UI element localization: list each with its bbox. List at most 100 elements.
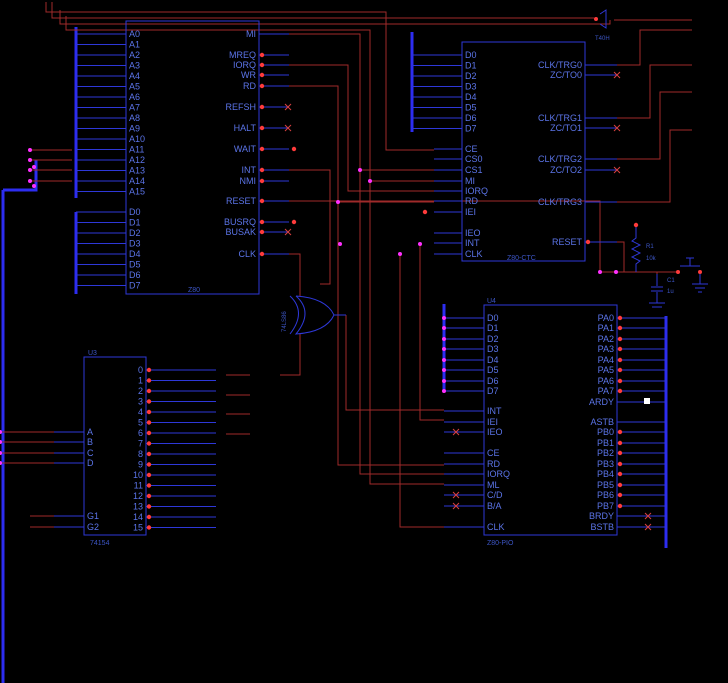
ctc-pins: D0D1D2D3D4D5D6D7CECS0CS1MIIORQRDIEIIEOIN… xyxy=(412,50,621,259)
pio-bstb-label: BSTB xyxy=(590,522,614,532)
junction-dot-23 xyxy=(418,242,422,246)
xor-gate-body xyxy=(289,295,335,335)
pio-b-a-label: B/A xyxy=(487,501,502,511)
dec-out-6-dot xyxy=(146,430,152,436)
junction-dot-17 xyxy=(442,389,446,393)
pio-pb7-dot xyxy=(617,503,623,509)
dec-b-label: B xyxy=(87,437,93,447)
junction-dot-4 xyxy=(0,430,2,434)
pio-pins: D0D1D2D3D4D5D6D7INTIEIIEOCERDIORQMLC/DB/… xyxy=(444,313,667,532)
pio-brdy-label: BRDY xyxy=(589,511,614,521)
z80-rd-dot xyxy=(259,83,265,89)
pio-pb5-label: PB5 xyxy=(597,480,614,490)
pio-pb6-dot xyxy=(617,492,623,498)
z80-halt-label: HALT xyxy=(234,123,257,133)
bus-line-6 xyxy=(3,160,38,192)
pio-brdy-nc xyxy=(644,512,652,520)
z80-a13-label: A13 xyxy=(129,166,145,176)
z80-d5-label: D5 xyxy=(129,260,141,270)
ctc-clk-trg1-label: CLK/TRG1 xyxy=(538,113,582,123)
pio-iei-label: IEI xyxy=(487,417,498,427)
r1-terminal xyxy=(633,222,639,228)
dec-out-13-dot xyxy=(146,504,152,509)
dec-out-15-dot xyxy=(146,525,152,530)
junction-dot-25 xyxy=(614,270,618,274)
wire-23 xyxy=(369,181,444,485)
z80-a7-label: A7 xyxy=(129,103,140,113)
junctions xyxy=(0,148,618,465)
wire-12 xyxy=(59,10,611,25)
ctc-zc-to1-label: ZC/TO1 xyxy=(550,123,582,133)
ctc-body xyxy=(461,41,586,262)
r1-value: 10k xyxy=(646,256,657,262)
pio-d1-label: D1 xyxy=(487,323,499,333)
wire-11 xyxy=(51,2,594,19)
wire-24 xyxy=(399,254,444,528)
junction-dot-11 xyxy=(442,326,446,330)
pio-pa5-dot xyxy=(617,367,623,373)
pio-pa6-label: PA6 xyxy=(598,376,614,386)
dec-out-14-dot xyxy=(146,514,152,520)
z80-pins: A0A1A2A3A4A5A6A7A8A9A10A11A12A13A14A15D0… xyxy=(76,29,297,291)
dec-out-9-dot xyxy=(146,462,152,467)
junction-dot-10 xyxy=(442,316,446,320)
dec-c-label: C xyxy=(87,448,94,458)
z80-a6-label: A6 xyxy=(129,92,140,102)
z80-busak-label: BUSAK xyxy=(225,227,256,237)
z80-d4-label: D4 xyxy=(129,249,141,259)
z80-d2-label: D2 xyxy=(129,228,141,238)
pio-ardy-test-point xyxy=(644,398,650,404)
junction-dot-15 xyxy=(442,368,446,372)
z80-wait-pullup xyxy=(291,146,297,152)
pio-ardy-label: ARDY xyxy=(589,397,614,407)
z80-mreq-dot xyxy=(259,52,265,58)
pio-ref-label: U4 xyxy=(487,298,496,305)
junction-dot-16 xyxy=(442,379,446,383)
r1-resistor xyxy=(630,226,642,272)
dec-out-12-label: 12 xyxy=(133,491,143,501)
pio-d0-label: D0 xyxy=(487,313,499,323)
junction-dot-7 xyxy=(0,461,2,465)
wire-28 xyxy=(617,64,692,119)
ctc-d0-label: D0 xyxy=(465,50,477,60)
dec-out-4-label: 4 xyxy=(138,407,143,417)
pio-ieo-nc xyxy=(452,428,460,436)
z80-wait-dot xyxy=(259,146,265,152)
ctc-cs1-label: CS1 xyxy=(465,165,483,175)
z80-busak-nc xyxy=(284,228,292,236)
pio-pb2-label: PB2 xyxy=(597,448,614,458)
ctc-clk-trg3-label: CLK/TRG3 xyxy=(538,197,582,207)
t40h-connector: T40H xyxy=(594,9,610,42)
pio-clk-label: CLK xyxy=(487,522,505,532)
t40h-pin xyxy=(594,17,598,21)
z80-a14-label: A14 xyxy=(129,176,145,186)
junction-dot-9 xyxy=(32,184,36,188)
xor-gate: 74LS86 xyxy=(282,295,346,335)
z80-nmi-label: NMI xyxy=(240,176,257,186)
z80-a12-label: A12 xyxy=(129,155,145,165)
junction-dot-2 xyxy=(28,168,32,172)
z80-a5-label: A5 xyxy=(129,82,140,92)
pio-pa2-dot xyxy=(617,336,623,342)
z80-chip: A0A1A2A3A4A5A6A7A8A9A10A11A12A13A14A15D0… xyxy=(76,20,297,295)
dec-out-7-dot xyxy=(146,441,152,446)
junction-dot-13 xyxy=(442,347,446,351)
pio-d4-label: D4 xyxy=(487,355,499,365)
wire-21 xyxy=(337,202,444,466)
z80-d3-label: D3 xyxy=(129,239,141,249)
wire-20 xyxy=(345,315,444,411)
junction-dot-14 xyxy=(442,358,446,362)
pio-pb1-dot xyxy=(617,440,623,446)
pio-pb0-label: PB0 xyxy=(597,427,614,437)
dec-out-10-dot xyxy=(146,472,152,478)
junction-dot-24 xyxy=(598,270,602,274)
dec-g2-label: G2 xyxy=(87,522,99,532)
wire-22 xyxy=(359,170,444,475)
ctc-int-label: INT xyxy=(465,238,480,248)
t40h-symbol xyxy=(599,9,607,29)
dec-out-1-dot xyxy=(146,378,152,383)
z80-d7-label: D7 xyxy=(129,281,141,291)
dec-g1-label: G1 xyxy=(87,511,99,521)
dec-out-8-dot xyxy=(146,451,152,457)
